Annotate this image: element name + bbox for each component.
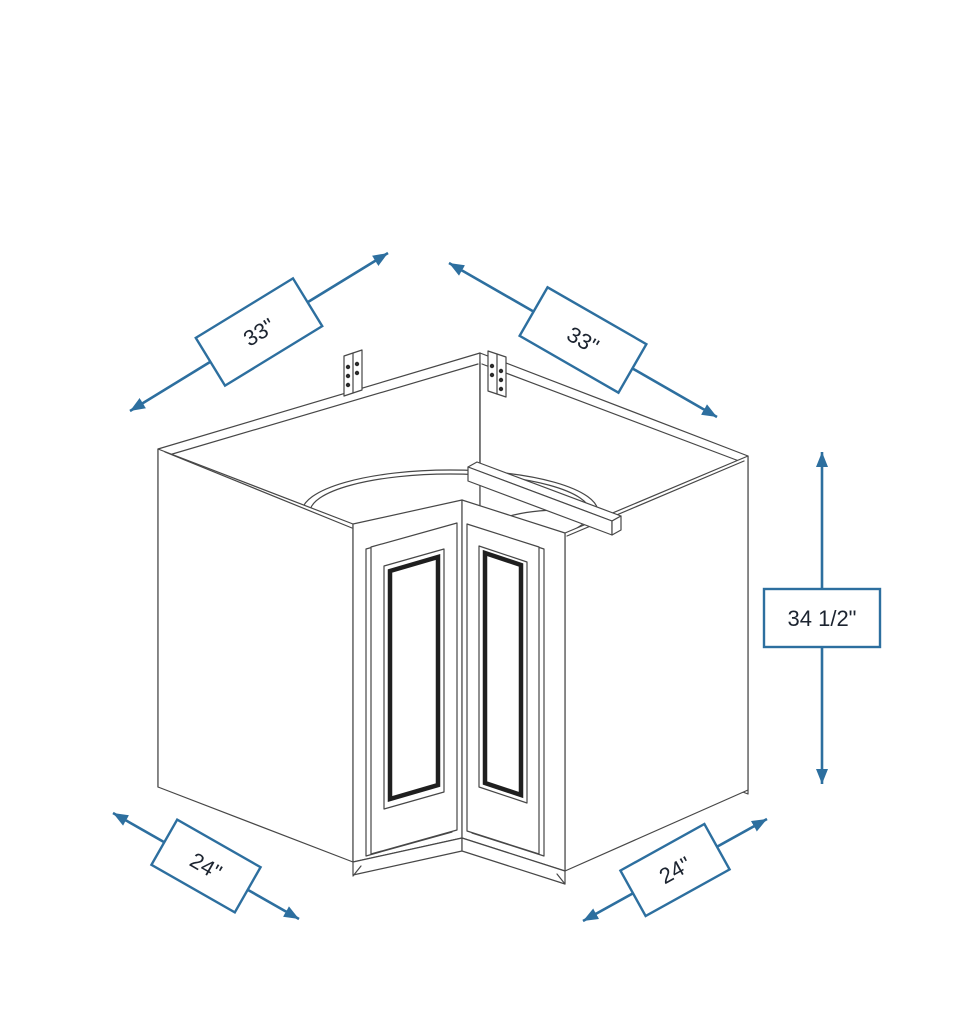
dimension-label-box-right [762, 587, 882, 649]
dimension-label-box-top-right [517, 285, 649, 395]
cabinet-drawing [157, 349, 749, 885]
door-right-panel [478, 545, 528, 804]
corner-bracket-right [487, 350, 507, 398]
door-right [466, 523, 545, 857]
dimension-label-box-top-left [194, 276, 324, 388]
interior-stretcher-rail [467, 461, 622, 536]
toe-kick-notch-left [352, 865, 362, 877]
dimension-bottom-left: 24" [112, 811, 300, 921]
door-right-panel-recess [482, 549, 524, 799]
dimension-right: 34 1/2" [762, 452, 882, 784]
left-side-rim-line [164, 451, 353, 529]
door-left [365, 522, 458, 857]
dimension-label-right: 34 1/2" [788, 606, 857, 631]
dimension-top-left: 33" [129, 251, 389, 413]
dimension-label-box-bottom-left [149, 817, 263, 915]
door-left-panel-recess [387, 554, 441, 802]
corner-bracket-left [343, 349, 363, 397]
dimension-bottom-right: 24" [582, 817, 768, 923]
toe-kick-notch-right [556, 873, 566, 885]
dimension-label-box-bottom-right [618, 822, 732, 918]
dimension-top-right: 33" [448, 261, 718, 419]
door-left-panel [383, 548, 445, 810]
